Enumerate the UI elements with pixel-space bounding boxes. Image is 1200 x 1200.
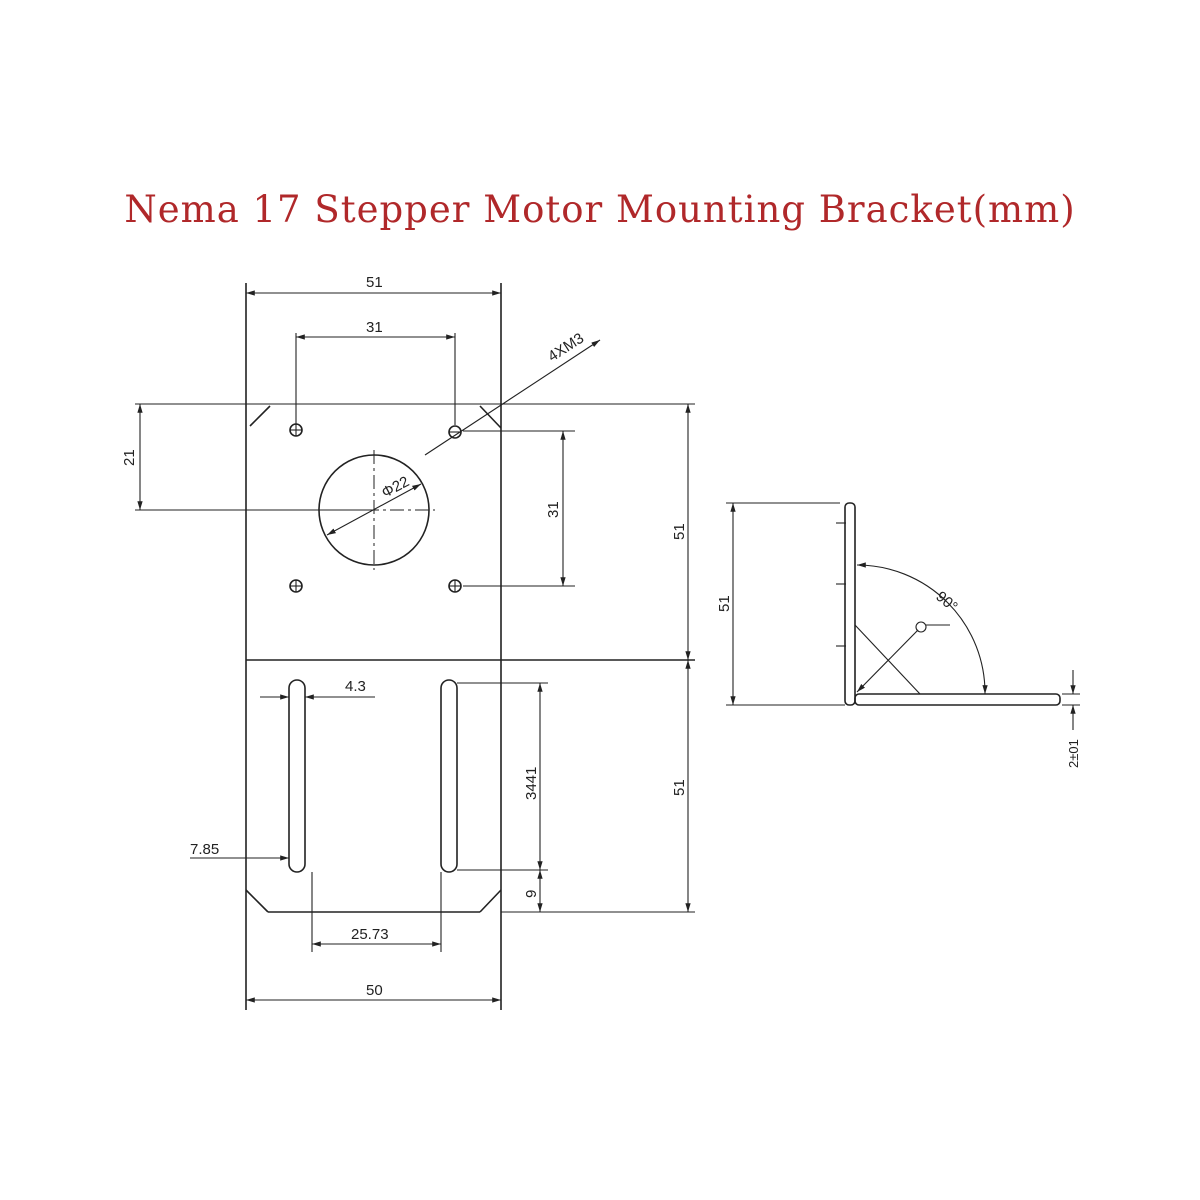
dimension-label: 31: [366, 319, 383, 336]
dimension-label: 51: [366, 274, 383, 291]
dimension-label: 21: [121, 449, 138, 466]
mounting-holes: [289, 423, 462, 593]
dimension-label: 51: [716, 595, 733, 612]
dimension-label: 2±01: [1066, 739, 1081, 768]
dimension-label: 4.3: [345, 678, 366, 695]
dimension-label: 31: [545, 501, 562, 518]
front-view: Φ22 51 31 4XM3 21 31 51 51 4.3: [121, 274, 695, 1010]
dimension-label: 3441: [523, 767, 540, 800]
dimension-label: 9: [523, 890, 540, 898]
dimension-label: 51: [671, 779, 688, 796]
dimension-label: 7.85: [190, 841, 219, 858]
slot-left: [288, 679, 306, 873]
slot-right: [440, 679, 458, 873]
dimension-label: 25.73: [351, 926, 389, 943]
dimension-label: 50: [366, 982, 383, 999]
dimension-label: 51: [671, 523, 688, 540]
dimension-label: 4XM3: [545, 330, 587, 366]
drawing-title: Nema 17 Stepper Motor Mounting Bracket(m…: [124, 188, 1076, 231]
side-view: 51 90° 2±01: [716, 502, 1081, 768]
